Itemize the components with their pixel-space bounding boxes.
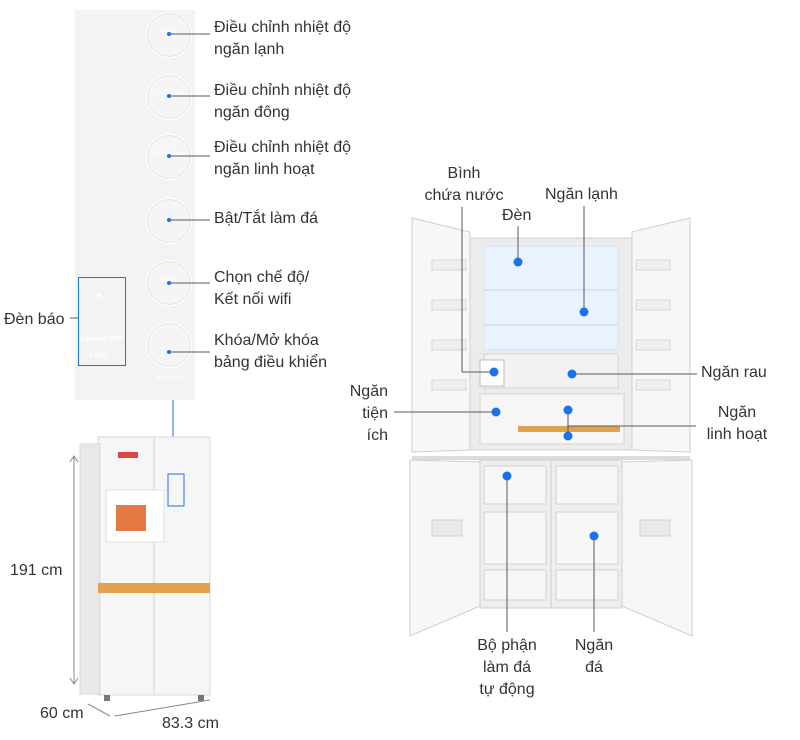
- fridge-temp-label-line2: ngăn lạnh: [214, 41, 285, 58]
- ice-maker-label-line1: Bộ phận: [477, 637, 537, 654]
- utility-label-line1: Ngăn: [349, 383, 388, 400]
- leader-dot: [491, 407, 501, 417]
- lock-label: Lock: [90, 352, 107, 359]
- ice-maker-label: Bộ phận làm đá tự động: [462, 635, 552, 701]
- flex-compartment-label-line2: linh hoạt: [706, 426, 768, 443]
- freezer-temp-label-line1: Điều chỉnh nhiệt độ: [214, 82, 351, 99]
- leader-dot: [167, 281, 171, 285]
- wifi-icon: ●: [95, 290, 103, 301]
- light-label: Đèn: [502, 207, 532, 224]
- ice-toggle-label: Bật/Tắt làm đá: [214, 210, 319, 227]
- leader-dot: [167, 94, 171, 98]
- water-tank-label-line2: chứa nước: [424, 187, 504, 204]
- leader-dot: [502, 471, 512, 481]
- fridge-compartment-label: Ngăn lạnh: [545, 186, 618, 203]
- fridge-button-text: Fridge: [160, 29, 178, 35]
- leader-dot: [489, 367, 499, 377]
- flex-compartment-label: Ngăn linh hoạt: [694, 402, 780, 446]
- leader-dot: [167, 154, 171, 158]
- leader-dot: [563, 431, 573, 441]
- ice-tray-label: Ngăn đá: [560, 635, 628, 679]
- utility-label-line2: tiện: [362, 405, 388, 422]
- small-fridge: [79, 436, 211, 701]
- freezer-temp-label: Điều chỉnh nhiệt độ ngăn đông: [214, 80, 351, 124]
- dimension-lines: [69, 455, 211, 717]
- ice-maker-label-line2: làm đá: [482, 659, 532, 676]
- mode-button-text: Mode: [161, 277, 177, 283]
- leader-dot: [167, 32, 171, 36]
- leader-dot: [167, 350, 171, 354]
- mode-wifi-label-line2: Kết nối wifi: [214, 291, 292, 308]
- water-tank-label-line1: Bình: [447, 165, 481, 182]
- depth-dimension: 60 cm: [40, 705, 84, 722]
- flex-temp-label: Điều chỉnh nhiệt độ ngăn linh hoạt: [214, 137, 351, 181]
- panel-footer-text: Hold 3sec: [156, 376, 183, 382]
- utility-label: Ngăn tiện ích: [330, 381, 388, 447]
- water-tank-label: Bình chứa nước: [418, 163, 510, 207]
- ice-maker-label-line3: tự động: [479, 681, 535, 698]
- indicator-box: [78, 277, 126, 366]
- freezer-temp-label-line2: ngăn đông: [214, 104, 290, 121]
- panel-lock-label: Khóa/Mở khóa bảng điều khiển: [214, 330, 327, 374]
- flex-temp-label-line2: ngăn linh hoạt: [214, 161, 315, 178]
- freezer-button-text: Freezer: [158, 91, 180, 97]
- panel-lock-label-line2: bảng điều khiển: [214, 354, 327, 371]
- locking-off-label: Locking OFF: [80, 336, 123, 343]
- leader-dot: [513, 257, 523, 267]
- leader-dot: [563, 405, 573, 415]
- mode-wifi-label-line1: Chọn chế độ/: [214, 269, 310, 286]
- leader-dot: [579, 307, 589, 317]
- ice-tray-label-line1: Ngăn: [574, 637, 614, 654]
- utility-label-line3: ích: [366, 427, 388, 444]
- leader-dot: [567, 369, 577, 379]
- width-dimension: 83.3 cm: [162, 715, 219, 732]
- open-fridge: [409, 217, 693, 637]
- fridge-temp-label: Điều chỉnh nhiệt độ ngăn lạnh: [214, 17, 351, 61]
- flex-button-text: Cooling Zone: [151, 151, 187, 157]
- fridge-temp-label-line1: Điều chỉnh nhiệt độ: [214, 19, 351, 36]
- indicator-label: Đèn báo: [4, 311, 65, 328]
- panel-lock-label-line1: Khóa/Mở khóa: [214, 332, 319, 349]
- height-dimension: 191 cm: [10, 562, 63, 579]
- flex-temp-label-line1: Điều chỉnh nhiệt độ: [214, 139, 351, 156]
- veg-drawer-label: Ngăn rau: [701, 364, 767, 381]
- ice-toggle-button[interactable]: [146, 198, 192, 244]
- leader-dot: [589, 531, 599, 541]
- mode-wifi-label: Chọn chế độ/ Kết nối wifi: [214, 267, 309, 311]
- flex-compartment-label-line1: Ngăn: [717, 404, 757, 421]
- leader-dot: [167, 218, 171, 222]
- panel-lock-button[interactable]: [146, 322, 192, 368]
- ice-tray-label-line2: đá: [585, 659, 603, 676]
